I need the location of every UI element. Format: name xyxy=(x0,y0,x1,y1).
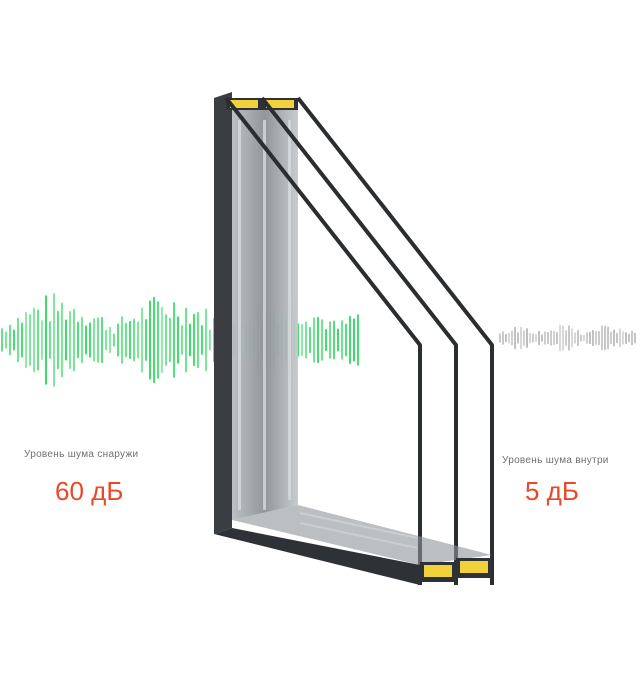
sound-wave-outside-icon xyxy=(1,293,359,387)
sound-wave-inside-icon xyxy=(499,324,636,352)
double-glazed-window-icon xyxy=(214,92,494,585)
outside-noise-label: Уровень шума снаружи xyxy=(24,449,139,460)
inside-noise-label: Уровень шума внутри xyxy=(502,455,609,466)
outside-noise-value: 60 дБ xyxy=(55,476,124,506)
inside-noise-value: 5 дБ xyxy=(525,476,579,506)
